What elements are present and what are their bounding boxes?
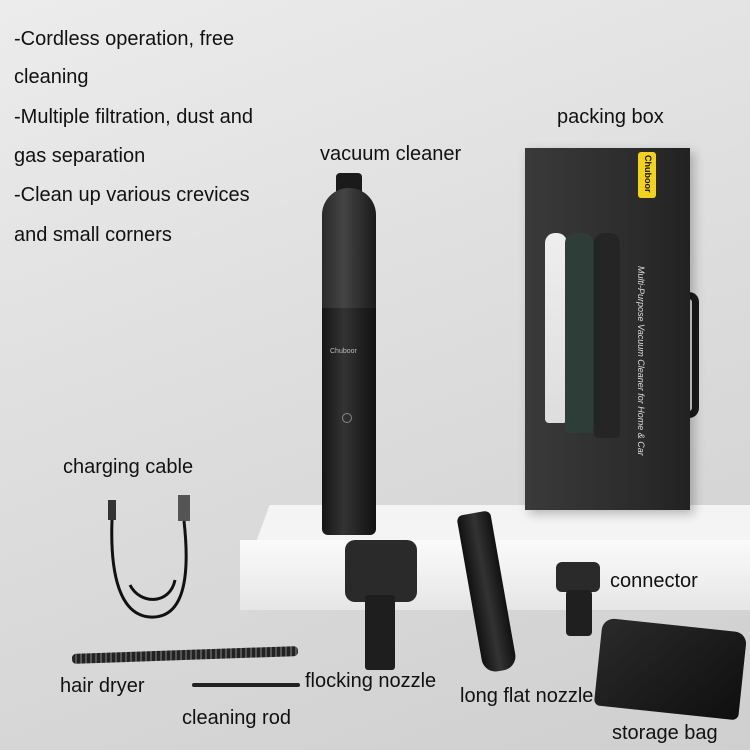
label-flocking-nozzle: flocking nozzle [305,670,437,692]
flocking-nozzle [345,540,417,670]
cleaning-rod [192,683,300,687]
feature-line: and small corners [14,224,172,246]
brand-tag: Chuboor [638,152,656,198]
label-vacuum-cleaner: vacuum cleaner [320,143,462,165]
feature-line: cleaning [14,66,89,88]
power-button-icon [342,413,352,423]
label-hair-dryer: hair dryer [60,675,145,697]
charging-cable [108,495,190,619]
storage-bag [593,617,748,721]
feature-line: -Multiple filtration, dust and [14,106,254,128]
label-long-flat-nozzle: long flat nozzle [460,685,594,707]
vacuum-brand: Chuboor [330,348,357,355]
feature-line: gas separation [14,145,146,167]
green-vacuum-image [565,233,593,433]
feature-line: -Cordless operation, free [14,28,235,50]
connector [556,562,600,636]
box-caption: Multi-Purpose Vacuum Cleaner for Home & … [636,266,646,456]
hair-dryer-attachment [71,646,299,664]
feature-line: -Clean up various crevices [14,184,250,206]
label-packing-box: packing box [557,106,664,128]
packing-box: Chuboor Multi-Purpose Vacuum Cleaner for… [525,148,690,510]
black-vacuum-image [594,233,620,438]
brand-logo: Chuboor [643,155,653,193]
label-storage-bag: storage bag [612,722,718,744]
label-cleaning-rod: cleaning rod [182,707,291,729]
vacuum-cleaner: Chuboor [322,173,376,535]
white-vacuum-image [545,233,567,423]
label-charging-cable: charging cable [63,456,194,478]
label-connector: connector [610,570,698,592]
